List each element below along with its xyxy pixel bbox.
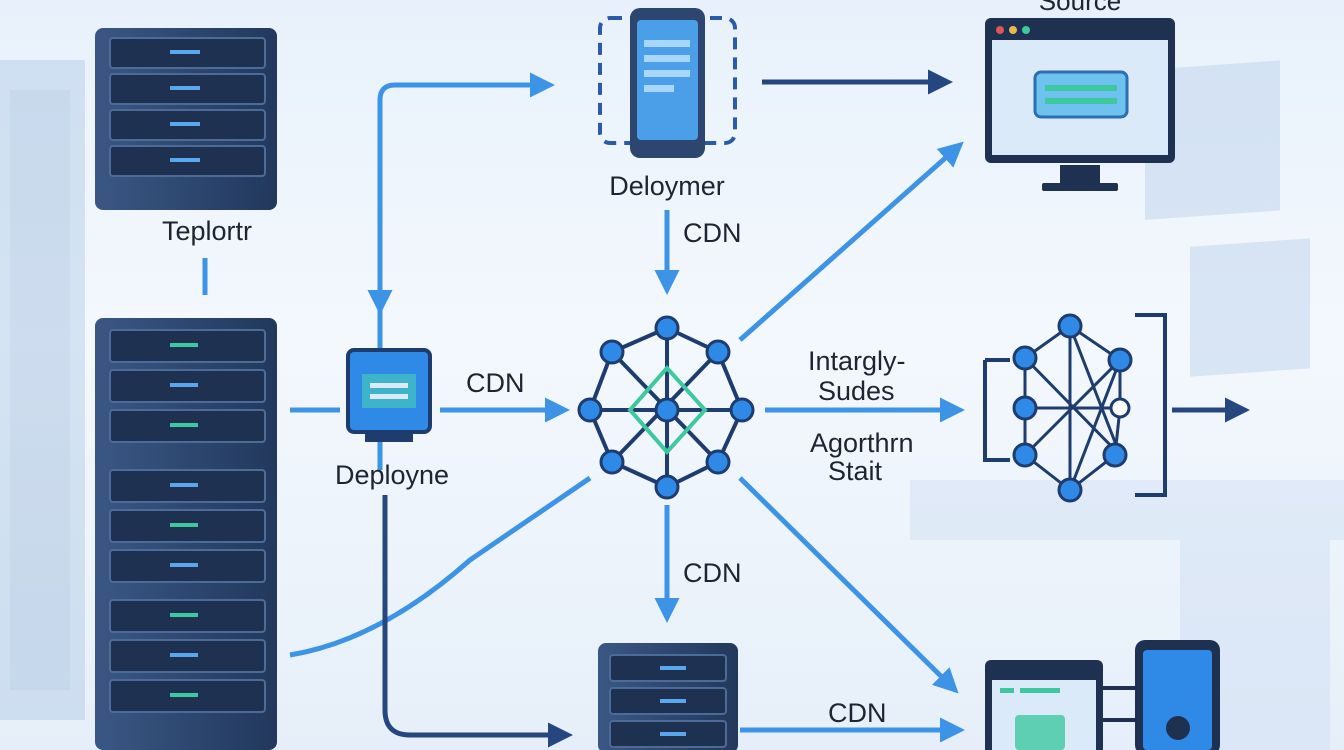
arrow-server-to-phone (377, 72, 555, 470)
arrow-chip-to-server (382, 495, 573, 748)
neural-network-icon (983, 313, 1167, 503)
label-stait: Stait (828, 456, 883, 486)
arrow-hub-to-monitor (738, 141, 964, 342)
server-rack-icon (95, 318, 277, 750)
label-cdn-bottom: CDN (828, 698, 887, 728)
label-cdn-left: CDN (466, 368, 525, 398)
label-sudes: Sudes (818, 376, 895, 406)
label-intargly: Intargly- (808, 346, 906, 376)
arrow-hub-to-browser (738, 476, 959, 694)
phone-icon (598, 8, 737, 158)
label-agorthrn: Agorthrn (810, 428, 914, 458)
label-source: Source (1038, 0, 1122, 16)
network-hub-icon (577, 315, 755, 500)
label-cdn-top: CDN (683, 218, 742, 248)
arrow-hub-to-rack (289, 475, 592, 658)
mobile-device-icon (1135, 640, 1220, 750)
arrows (202, 69, 1250, 748)
chip-icon (346, 348, 432, 442)
label-deployne: Deployne (334, 460, 450, 490)
monitor-icon (985, 18, 1175, 191)
label-teplortr: Teplortr (161, 216, 253, 246)
server-rack-icon (95, 28, 277, 210)
label-cdn-mid: CDN (683, 558, 742, 588)
label-deploymer: Deloymer (609, 171, 725, 201)
server-rack-icon (598, 643, 738, 750)
browser-window-icon (985, 660, 1140, 750)
